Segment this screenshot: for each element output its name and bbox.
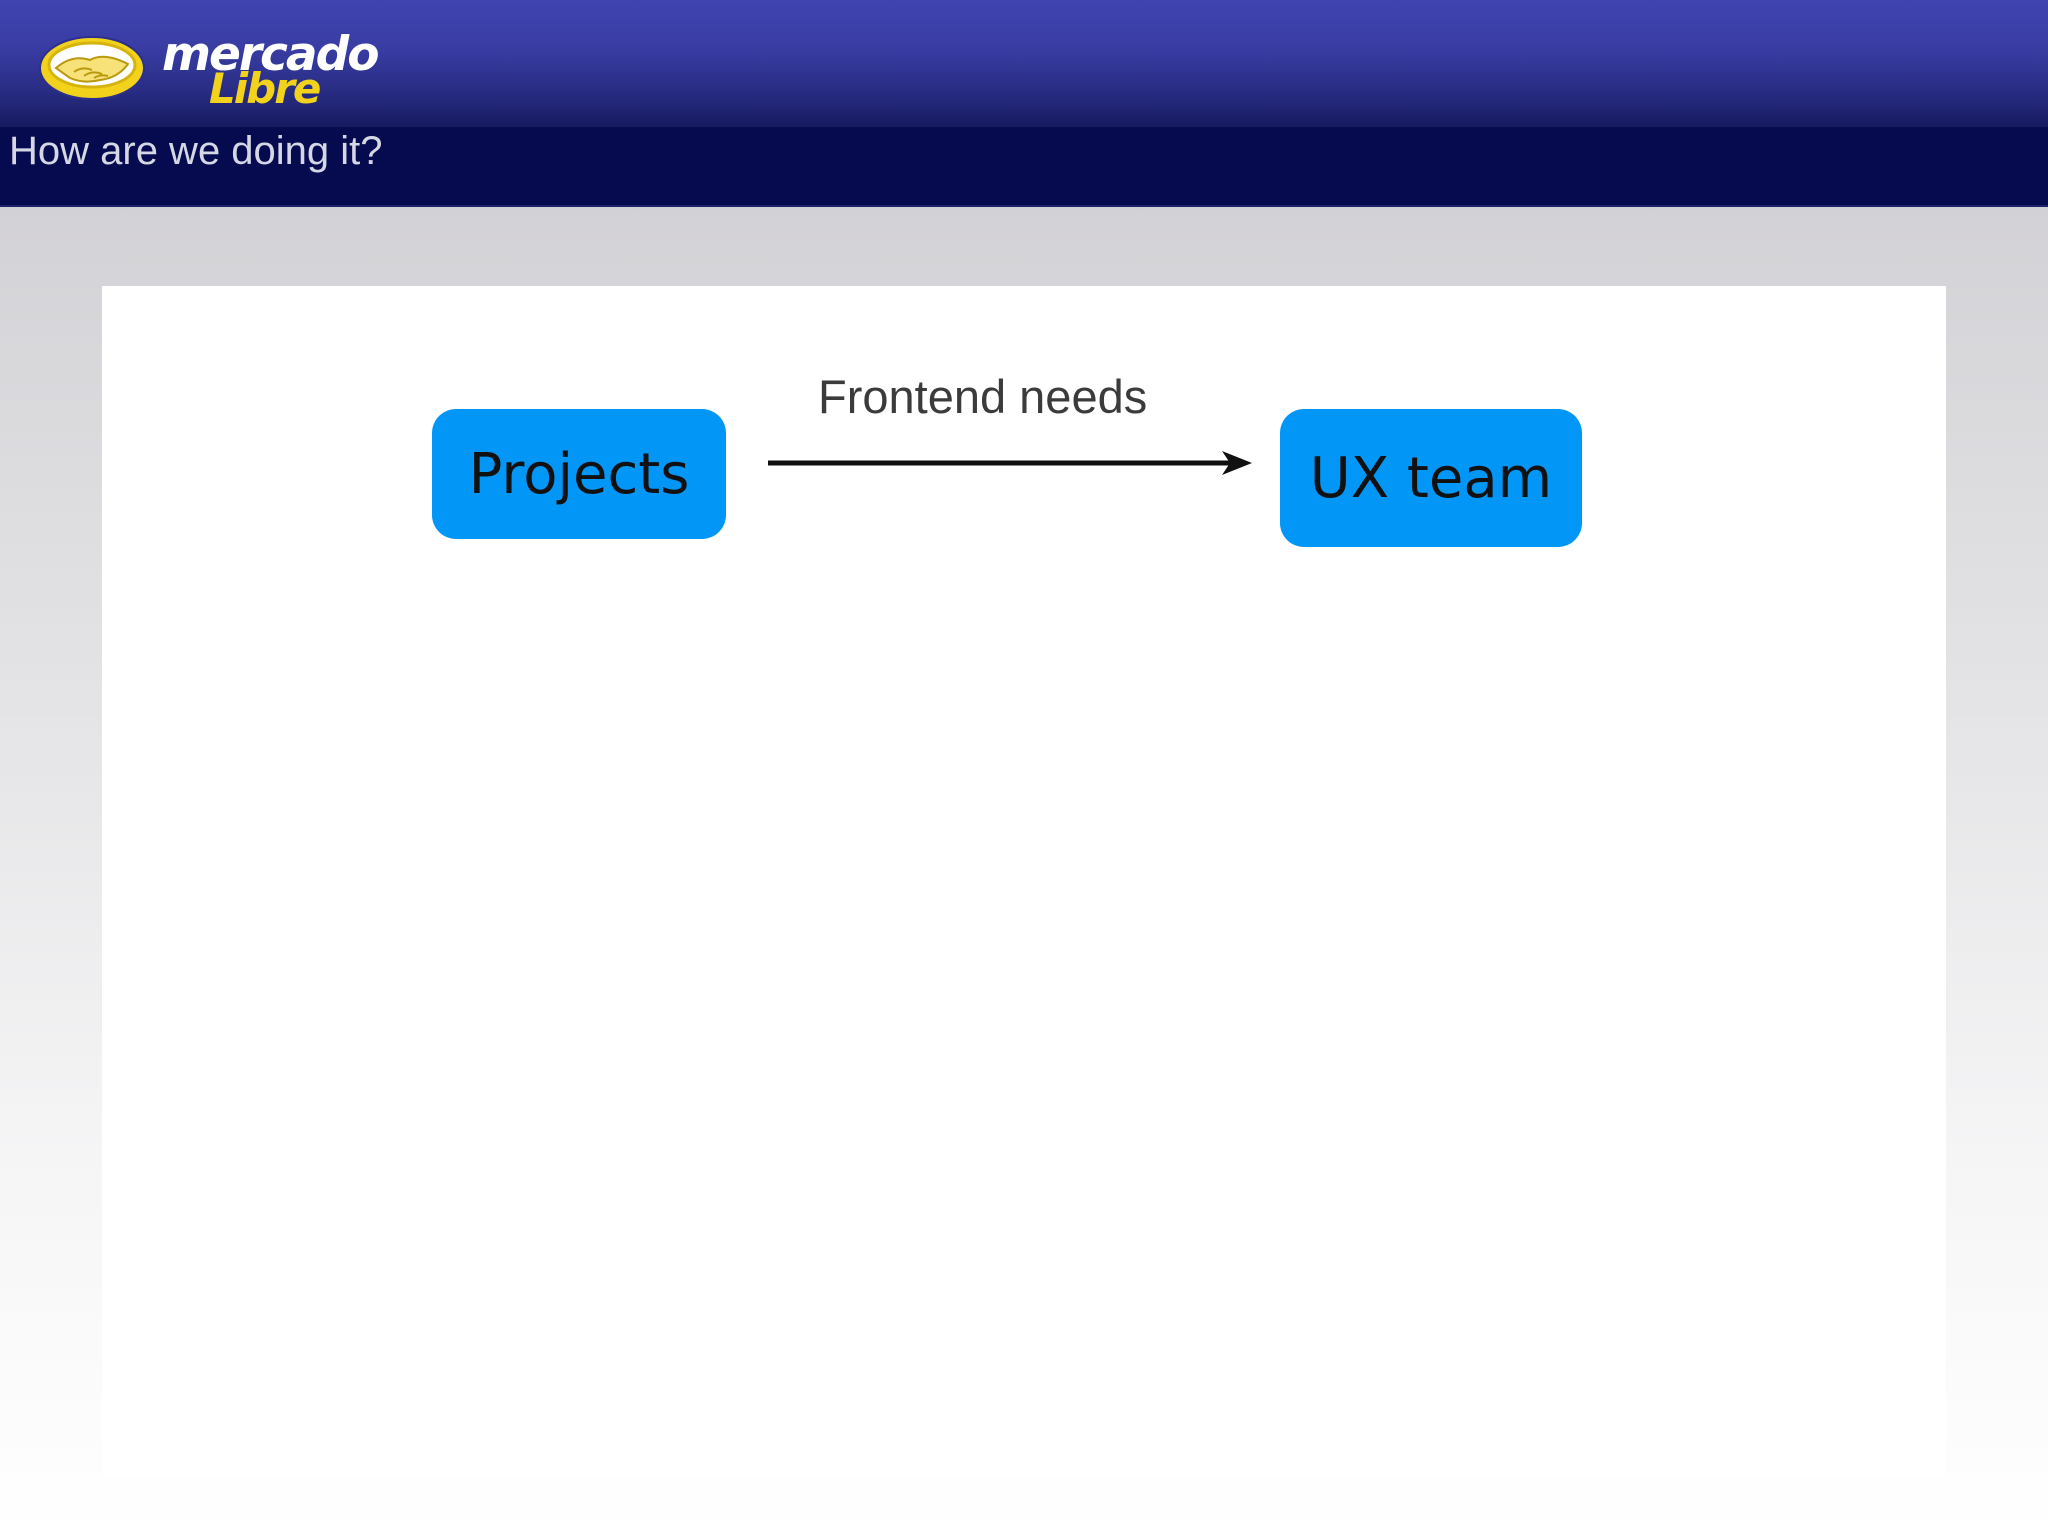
node-projects-label: Projects <box>468 441 690 507</box>
title-bar <box>0 127 2048 207</box>
edge-arrow <box>768 451 1252 475</box>
node-ux-team: UX team <box>1280 409 1582 547</box>
node-ux-team-label: UX team <box>1309 445 1553 511</box>
handshake-icon <box>39 36 145 100</box>
edge-label-frontend-needs: Frontend needs <box>818 370 1148 423</box>
mercadolibre-logo: mercado Libre <box>38 30 380 113</box>
logo-text-mercado: mercado <box>162 27 380 82</box>
header-banner: mercado Libre <box>0 0 2048 127</box>
logo-text-libre: Libre <box>209 64 321 113</box>
slide-subtitle: How are we doing it? <box>9 129 383 173</box>
slide-canvas <box>102 286 1946 1476</box>
node-projects: Projects <box>432 409 726 539</box>
